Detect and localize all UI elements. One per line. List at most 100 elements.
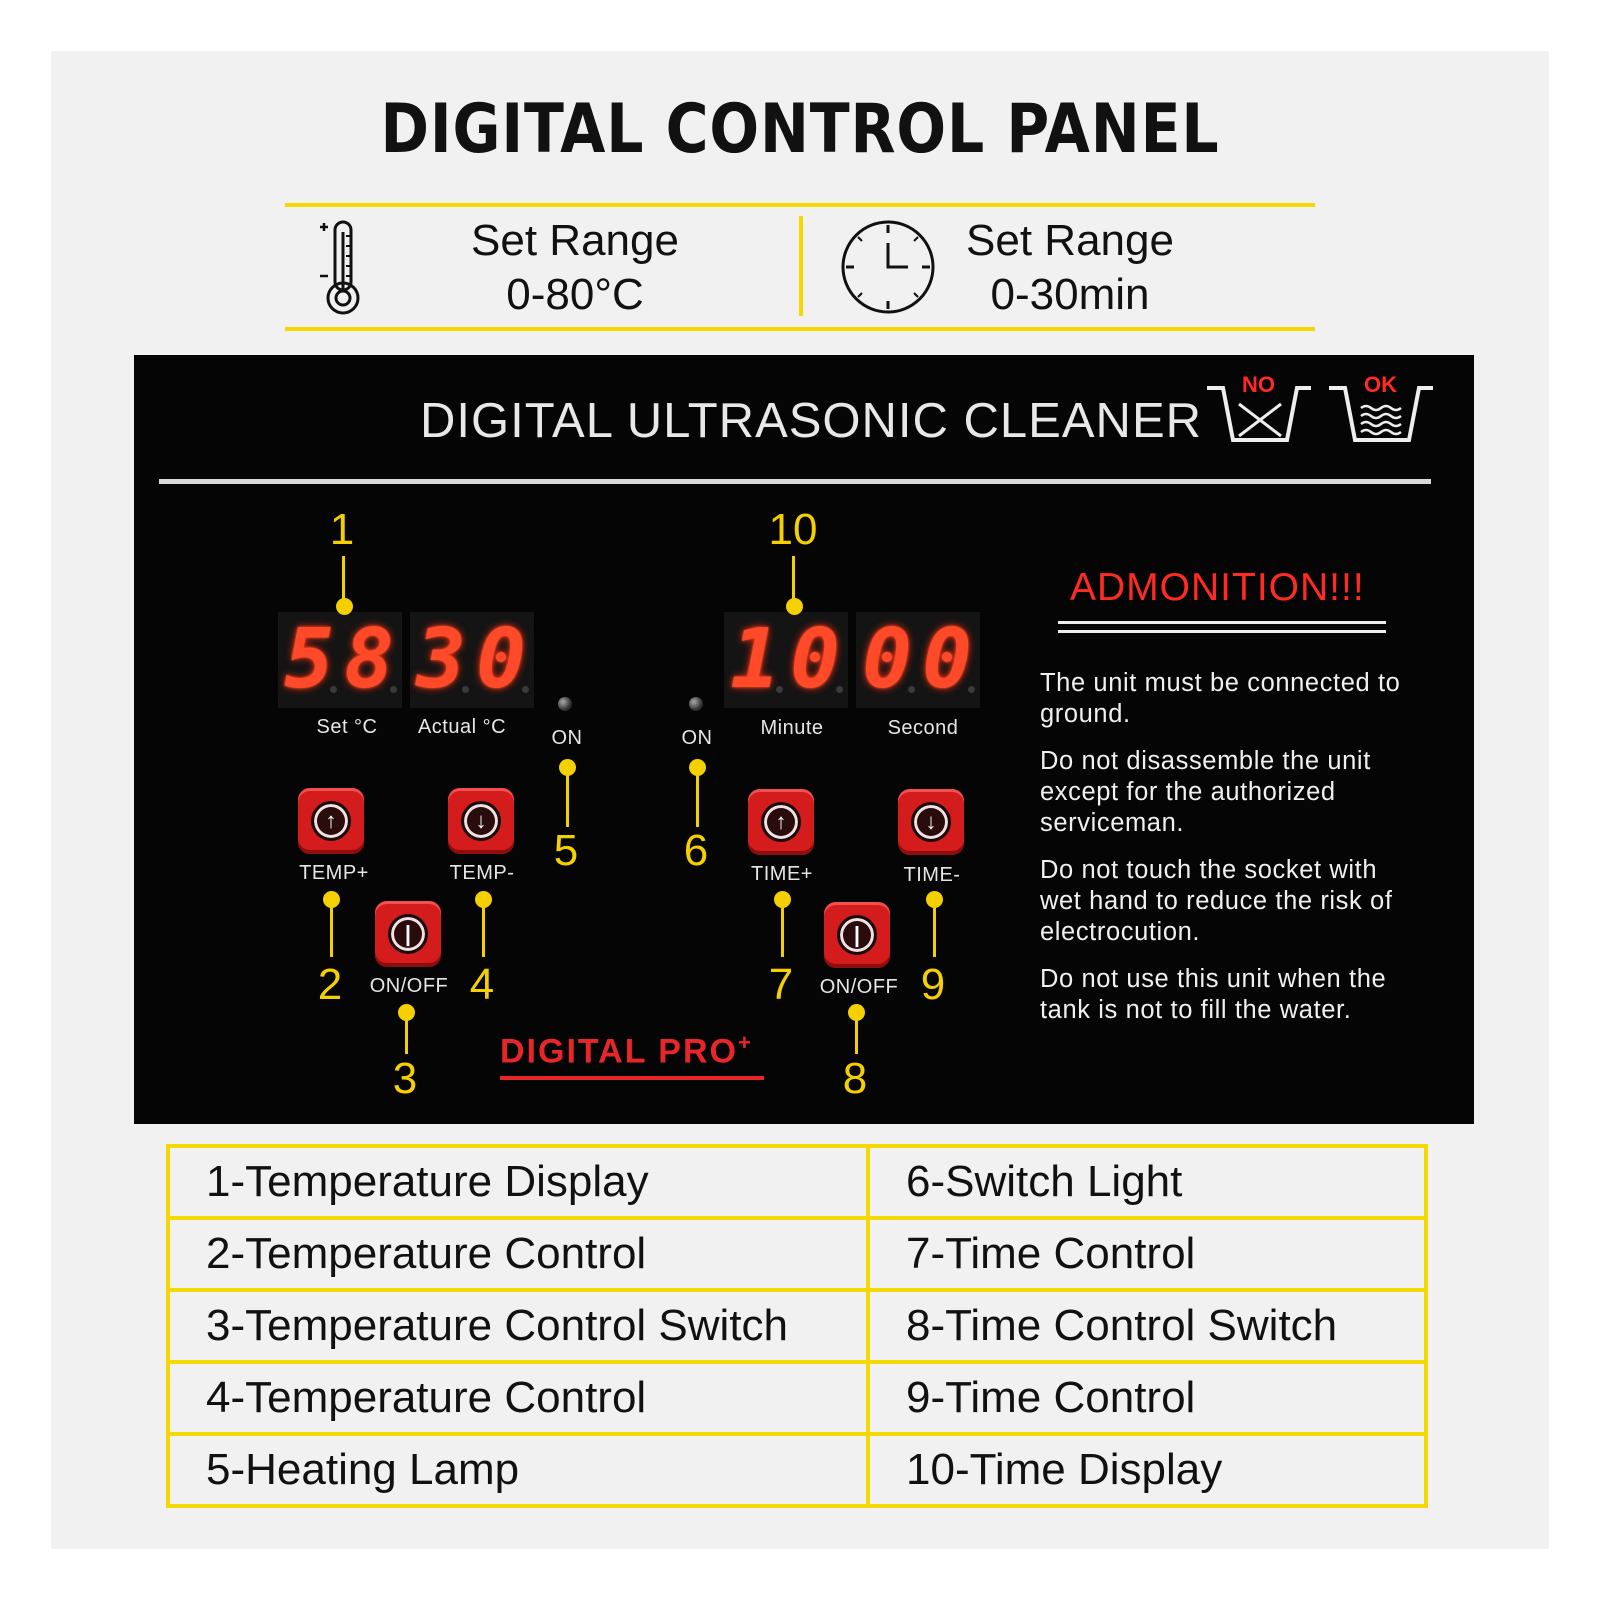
time-minus-label: TIME- (903, 864, 961, 886)
callout-number-3: 3 (392, 1054, 418, 1103)
power-icon: | (404, 921, 412, 946)
admonition-text: The unit must be connected to ground. Do… (1040, 668, 1425, 1042)
decimal-dot (836, 686, 843, 693)
temp-range-value: 0-80°C (506, 270, 644, 319)
minute-digit-2: 0 (790, 612, 840, 707)
thermometer-icon (320, 220, 360, 315)
button-ring (388, 914, 428, 954)
logo-plus: + (737, 1030, 753, 1055)
actual-temp-display: 3 0 (410, 612, 534, 708)
time-range-label: Set Range (966, 216, 1174, 265)
legend-cell: 2-Temperature Control (166, 1216, 870, 1292)
heating-on-label: ON (551, 727, 583, 749)
callout-stem (342, 556, 345, 606)
panel-brand: DIGITAL ULTRASONIC CLEANER (420, 394, 1203, 448)
second-display: 0 0 (856, 612, 980, 708)
button-ring (837, 915, 877, 955)
admonition-title: ADMONITION!!! (1070, 566, 1365, 609)
actual-temp-label: Actual °C (417, 716, 507, 738)
decimal-dot (390, 686, 397, 693)
admonition-item: Do not use this unit when the tank is no… (1040, 965, 1387, 1024)
power-icon: | (853, 922, 861, 947)
legend-cell: 9-Time Control (866, 1360, 1428, 1436)
logo-underline (500, 1076, 764, 1080)
temp-minus-button[interactable]: ↓ (448, 788, 514, 854)
legend-row: 4-Temperature Control 9-Time Control (166, 1360, 1428, 1436)
callout-number-4: 4 (469, 960, 495, 1009)
second-digit-1: 0 (862, 612, 912, 707)
callout-number-6: 6 (683, 826, 709, 875)
callout-stem (405, 1012, 408, 1054)
temp-plus-button[interactable]: ↑ (298, 788, 364, 854)
time-on-off-button[interactable]: | (824, 902, 890, 968)
decimal-dot (330, 686, 337, 693)
legend-cell: 6-Switch Light (866, 1144, 1428, 1220)
actual-temp-digit-2: 0 (476, 612, 526, 707)
arrow-up-icon: ↑ (325, 808, 337, 833)
set-temp-label: Set °C (316, 716, 378, 738)
callout-stem (933, 899, 936, 957)
set-temp-display: 5 8 (278, 612, 402, 708)
arrow-down-icon: ↓ (925, 809, 937, 834)
set-temp-digit-2: 8 (344, 612, 394, 707)
digital-pro-logo: DIGITAL PRO+ (500, 1030, 753, 1071)
heating-lamp-led (558, 697, 572, 711)
button-ring (761, 802, 801, 842)
callout-number-10: 10 (768, 505, 818, 554)
legend-row: 3-Temperature Control Switch 8-Time Cont… (166, 1288, 1428, 1364)
time-plus-label: TIME+ (751, 863, 813, 885)
callout-number-2: 2 (317, 960, 343, 1009)
admonition-item: Do not touch the socket with wet hand to… (1040, 856, 1393, 946)
decimal-dot (522, 686, 529, 693)
no-wash-icon (1207, 386, 1311, 442)
set-temp-digit-1: 5 (284, 612, 334, 707)
second-digit-2: 0 (922, 612, 972, 707)
callout-stem (330, 899, 333, 957)
callout-dot (785, 597, 803, 615)
button-ring (461, 801, 501, 841)
second-label: Second (887, 717, 959, 739)
callout-number-7: 7 (768, 960, 794, 1009)
callout-dot (335, 597, 353, 615)
range-top-line (285, 203, 1315, 207)
clock-icon (841, 220, 935, 314)
callout-number-8: 8 (842, 1054, 868, 1103)
time-on-off-label: ON/OFF (819, 976, 899, 998)
admonition-item: Do not disassemble the unit except for t… (1040, 747, 1371, 837)
callout-stem (482, 899, 485, 957)
admonition-rule (1058, 621, 1386, 624)
minute-label: Minute (760, 717, 824, 739)
care-no-label: NO (1242, 372, 1275, 397)
time-plus-button[interactable]: ↑ (748, 789, 814, 855)
legend-cell: 5-Heating Lamp (166, 1432, 870, 1508)
callout-stem (696, 767, 699, 827)
button-ring (911, 802, 951, 842)
temp-range-label: Set Range (471, 216, 679, 265)
minute-digit-1: 1 (730, 612, 780, 707)
legend-row: 5-Heating Lamp 10-Time Display (166, 1432, 1428, 1508)
time-range-text: Set Range 0-30min (940, 214, 1200, 322)
legend-cell: 3-Temperature Control Switch (166, 1288, 870, 1364)
legend-row: 2-Temperature Control 7-Time Control (166, 1216, 1428, 1292)
decimal-dot (968, 686, 975, 693)
callout-stem (781, 899, 784, 957)
arrow-up-icon: ↑ (775, 809, 787, 834)
temp-minus-label: TEMP- (449, 862, 515, 884)
legend-cell: 4-Temperature Control (166, 1360, 870, 1436)
admonition-rule (1058, 630, 1386, 633)
legend-cell: 8-Time Control Switch (866, 1288, 1428, 1364)
legend-cell: 7-Time Control (866, 1216, 1428, 1292)
actual-temp-digit-1: 3 (416, 612, 466, 707)
temp-on-off-button[interactable]: | (375, 901, 441, 967)
page-title: DIGITAL CONTROL PANEL (380, 90, 1220, 169)
time-range-value: 0-30min (990, 270, 1150, 319)
logo-text: DIGITAL PRO (500, 1032, 738, 1071)
minute-display: 1 0 (724, 612, 848, 708)
legend-table: 1-Temperature Display 6-Switch Light 2-T… (166, 1144, 1428, 1508)
callout-stem (566, 767, 569, 827)
range-bottom-line (285, 327, 1315, 331)
temp-range-text: Set Range 0-80°C (440, 214, 710, 322)
legend-cell: 1-Temperature Display (166, 1144, 870, 1220)
time-minus-button[interactable]: ↓ (898, 789, 964, 855)
decimal-dot (462, 686, 469, 693)
